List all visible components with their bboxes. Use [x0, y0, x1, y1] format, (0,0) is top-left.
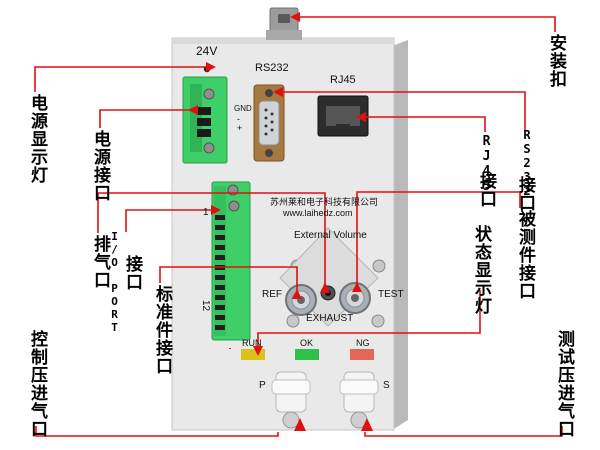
callout-status-indicator: 状态显示灯	[471, 225, 491, 315]
callout-rs232-cn: 接口	[515, 176, 535, 212]
rj45-jack	[317, 95, 369, 137]
io-terminal-block	[211, 181, 251, 341]
callout-test-pressure-inlet: 测试压进气口	[554, 330, 574, 438]
callout-control-pressure-inlet: 控制压进气口	[27, 330, 47, 438]
label-rs232: RS232	[255, 62, 289, 74]
callout-lines	[34, 16, 563, 437]
label-test: TEST	[378, 289, 404, 300]
callout-io-port-cn: 接口	[122, 255, 142, 291]
label-24v: 24V	[196, 44, 218, 58]
label-exhaust: EXHAUST	[306, 313, 354, 324]
label-ok: OK	[300, 338, 314, 348]
label-external-volume: External Volume	[294, 230, 367, 241]
terminal-1-label: 1	[203, 207, 209, 218]
s-air-fitting	[339, 371, 379, 429]
label-gnd: GND	[234, 104, 252, 113]
callout-rj45-cn: 接口	[476, 172, 496, 208]
power-terminal-block	[182, 76, 228, 164]
callout-mounting-buckle: 安装扣	[546, 34, 566, 88]
p-air-fitting	[271, 371, 311, 429]
callout-power-indicator: 电源显示灯	[27, 94, 47, 184]
callout-io-port-en: I/O PORT	[108, 230, 121, 334]
ok-led-icon	[295, 349, 319, 360]
rs232-connector	[253, 84, 285, 162]
callout-power-port: 电源接口	[90, 130, 110, 202]
callout-rj45-en: RJ45	[479, 134, 494, 194]
ng-led-icon	[350, 349, 374, 360]
run-led-icon	[241, 349, 265, 360]
company-name: 苏州莱和电子科技有限公司	[270, 197, 379, 207]
label-s: S	[383, 380, 390, 391]
callout-tested-part-port: 被测件接口	[515, 210, 535, 300]
label-rj45: RJ45	[330, 74, 356, 86]
callout-rs232-en: RS232	[520, 128, 534, 198]
terminal-12-label: 12	[200, 299, 212, 312]
label-minus: -	[237, 114, 240, 124]
label-plus: +	[237, 123, 243, 133]
test-fitting	[339, 282, 371, 314]
label-p: P	[259, 380, 266, 391]
company-url: www.laihedz.com	[283, 208, 353, 218]
label-ref: REF	[262, 289, 282, 300]
ref-fitting	[285, 284, 317, 316]
label-run: RUN	[242, 338, 262, 348]
callout-standard-part-port: 标准件接口	[152, 285, 172, 375]
callout-exhaust-port: 排气口	[90, 235, 110, 289]
callout-arrowheads	[188, 12, 373, 431]
mounting-buckle	[266, 7, 302, 40]
label-ng: NG	[356, 338, 370, 348]
